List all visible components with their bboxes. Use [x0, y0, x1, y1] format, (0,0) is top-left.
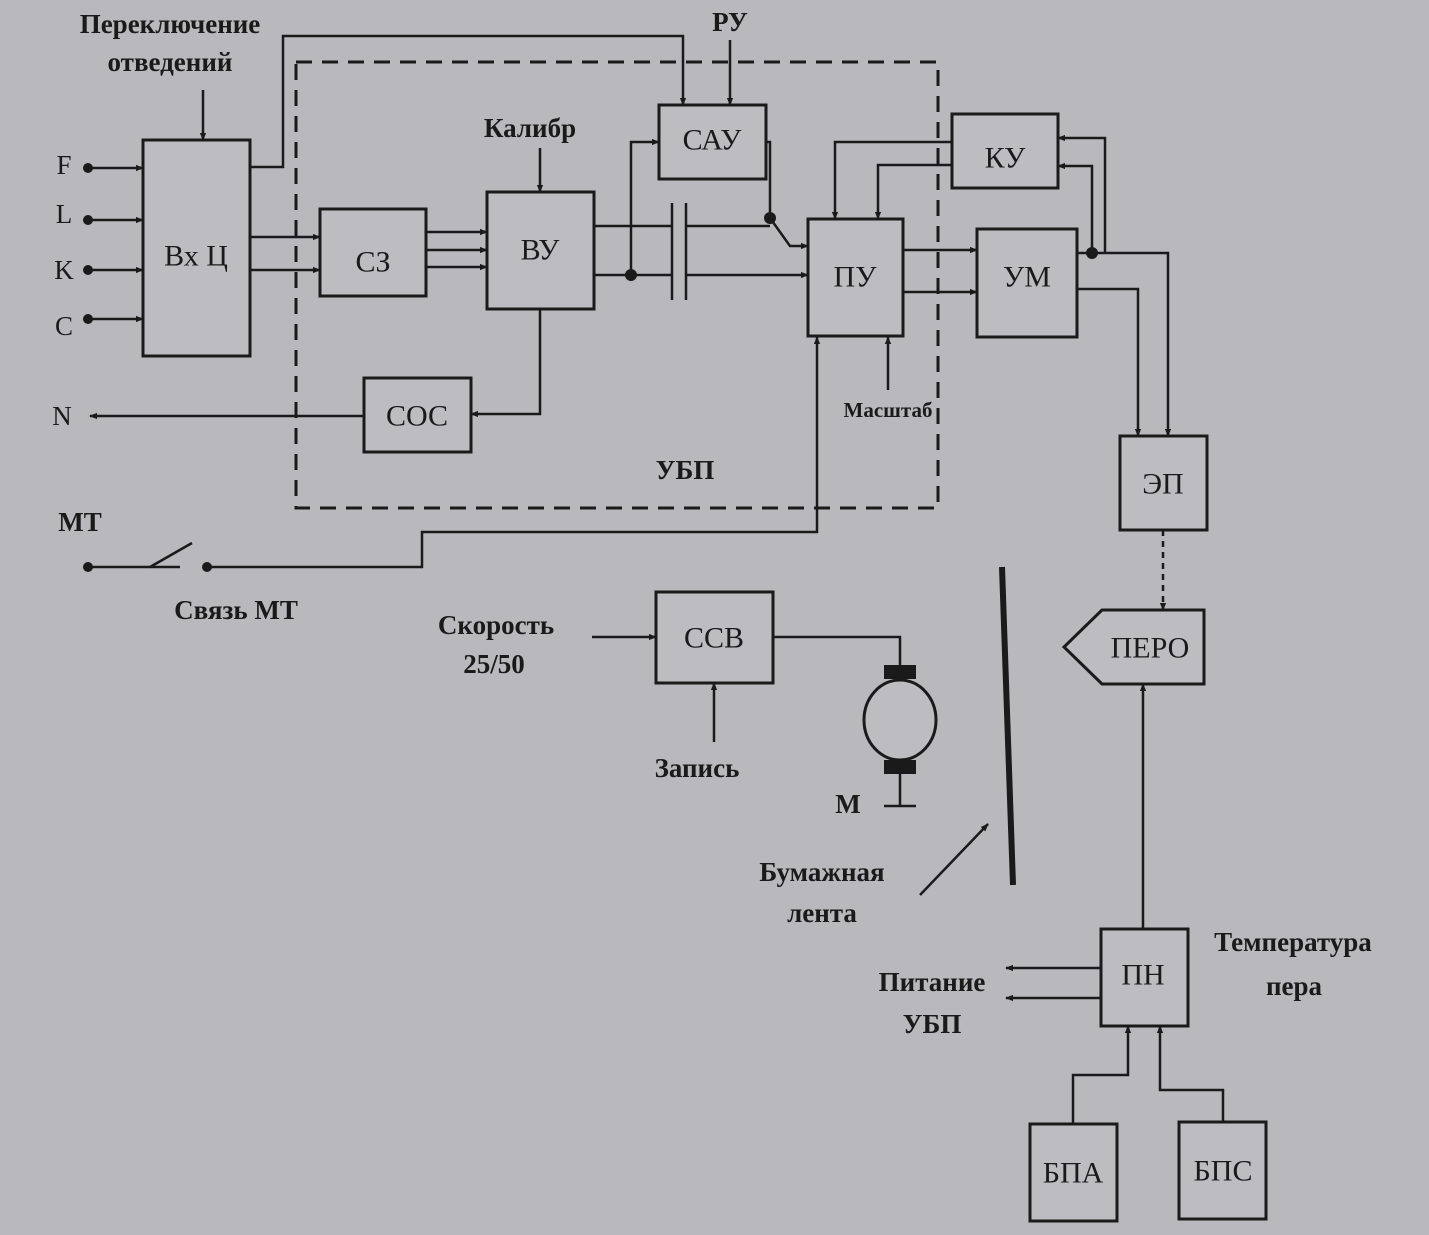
- motor-label: М: [835, 789, 860, 819]
- label-paper-1: Бумажная: [759, 857, 884, 887]
- svg-text:L: L: [56, 199, 73, 229]
- block-pu-label: ПУ: [834, 261, 878, 294]
- mt-switch: [83, 336, 821, 572]
- input-k: K: [54, 255, 144, 285]
- block-ku: КУ: [950, 112, 1060, 190]
- block-sos-label: СОС: [386, 400, 448, 433]
- block-bps-label: БПС: [1194, 1155, 1253, 1188]
- label-speed-2: 25/50: [463, 649, 525, 679]
- label-temp-1: Температура: [1214, 927, 1372, 957]
- label-mt: МТ: [58, 507, 102, 537]
- label-paper-2: лента: [787, 898, 857, 928]
- link-to-sau: [629, 138, 660, 275]
- block-sos: СОС: [362, 376, 473, 454]
- block-vu: ВУ: [485, 190, 596, 311]
- label-speed-1: Скорость: [438, 610, 554, 640]
- block-ep: ЭП: [1118, 434, 1209, 532]
- link-vu-sos: [470, 309, 542, 418]
- um-outputs: [1057, 134, 1172, 437]
- link-bps-pn: [1156, 1025, 1225, 1122]
- block-um-label: УМ: [1003, 261, 1051, 294]
- label-svyaz-mt: Связь МТ: [174, 595, 298, 625]
- block-vxc-label: Вх Ц: [164, 240, 228, 273]
- capacitor-path: [594, 203, 809, 300]
- block-sz-label: СЗ: [355, 246, 390, 279]
- label-lead-switch-2: отведений: [108, 47, 233, 77]
- link-sau-out: [766, 140, 772, 218]
- label-lead-switch-1: Переключение: [80, 9, 261, 39]
- input-c: C: [55, 311, 144, 341]
- label-zapis: Запись: [655, 753, 740, 783]
- motor-icon: [773, 635, 938, 808]
- block-ep-label: ЭП: [1142, 468, 1183, 501]
- label-calibr: Калибр: [484, 113, 576, 143]
- link-ku-pu-2: [874, 163, 952, 220]
- block-pero-label: ПЕРО: [1111, 632, 1190, 665]
- block-ssv: ССВ: [654, 590, 775, 685]
- block-ssv-label: ССВ: [684, 622, 744, 655]
- label-masshtab: Масштаб: [844, 398, 933, 422]
- label-ubp: УБП: [656, 455, 715, 485]
- block-bpa-label: БПА: [1043, 1157, 1104, 1190]
- paper-tape: [999, 566, 1016, 886]
- link-vxc-sau: [250, 34, 687, 169]
- block-sau-label: САУ: [683, 124, 743, 157]
- ubp-boundary: [294, 60, 940, 510]
- link-bpa-pn: [1071, 1025, 1132, 1124]
- svg-text:C: C: [55, 311, 73, 341]
- svg-text:K: K: [54, 255, 74, 285]
- block-sz: СЗ: [318, 207, 428, 298]
- block-pn-label: ПН: [1121, 959, 1164, 992]
- paper-tape-arrow: [919, 823, 989, 896]
- block-pu: ПУ: [806, 217, 905, 338]
- block-vu-label: ВУ: [521, 234, 561, 267]
- block-vxc: Вх Ц: [141, 138, 252, 358]
- link-ku-pu-1: [831, 140, 952, 220]
- block-pero: ПЕРО: [1061, 608, 1206, 686]
- block-ku-label: КУ: [985, 142, 1026, 175]
- input-f: F: [56, 150, 144, 180]
- label-power-2: УБП: [903, 1009, 962, 1039]
- svg-text:F: F: [56, 150, 71, 180]
- block-bps: БПС: [1177, 1120, 1268, 1221]
- label-temp-2: пера: [1266, 971, 1323, 1001]
- label-ru: РУ: [712, 7, 748, 37]
- block-sau: САУ: [657, 103, 768, 181]
- input-l: L: [56, 199, 144, 229]
- block-pn: ПН: [1099, 927, 1190, 1028]
- label-power-1: Питание: [879, 967, 986, 997]
- block-bpa: БПА: [1028, 1122, 1119, 1223]
- output-n: N: [52, 401, 72, 431]
- block-um: УМ: [975, 227, 1079, 339]
